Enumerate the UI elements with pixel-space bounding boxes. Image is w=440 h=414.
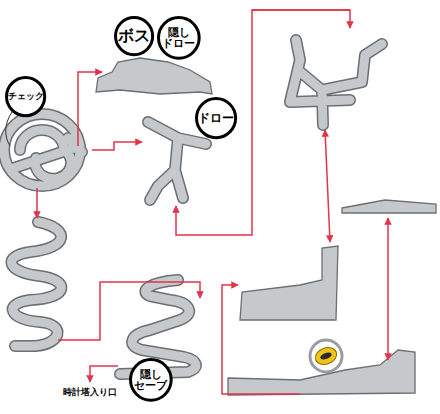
route-arrows — [37, 10, 388, 394]
badge-text: ボス — [118, 28, 150, 45]
badge-text: 隠し ドロー — [162, 27, 195, 49]
badge-text: チェック — [8, 92, 44, 101]
leader-line — [6, 112, 12, 146]
badge-text: ドロー — [198, 112, 234, 125]
goal-icon — [310, 340, 342, 372]
entrance-label: 時計塔入り口 — [63, 386, 117, 399]
badge-text: 隠し セーブ — [134, 369, 167, 391]
badge: ドロー — [195, 97, 237, 139]
badge: チェック — [5, 76, 46, 117]
badge: 隠し ドロー — [157, 16, 201, 60]
badge: ボス — [114, 16, 154, 56]
map-tubes — [4, 40, 382, 374]
badge: 隠し セーブ — [129, 358, 173, 402]
map-areas — [96, 58, 436, 395]
